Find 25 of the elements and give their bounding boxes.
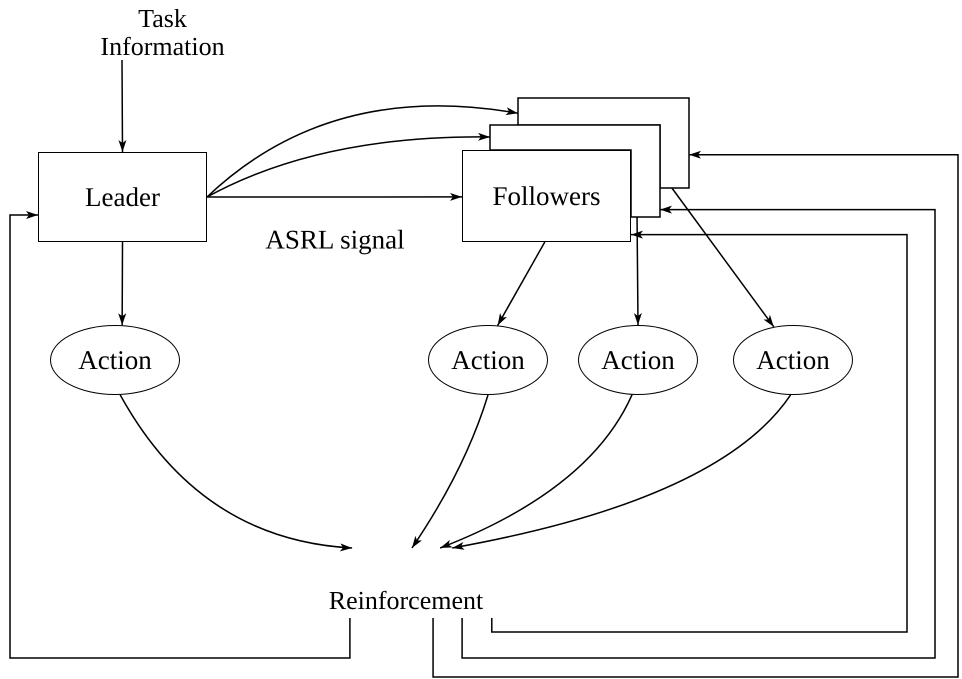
feedback-arrow [9, 211, 351, 659]
arrow [118, 242, 126, 326]
arrow [634, 217, 642, 325]
arrow [206, 133, 490, 198]
action-ellipse: Action [578, 325, 698, 395]
process-box: Followers [462, 150, 631, 242]
arrow [440, 394, 633, 549]
process-box: Leader [38, 152, 207, 242]
arrow [207, 192, 462, 201]
input-label: Task Information [95, 5, 230, 60]
stacked-box [489, 124, 661, 218]
feedback-arrow [432, 150, 959, 678]
output-label: Reinforcement [296, 548, 516, 618]
arrow [120, 394, 352, 551]
arrow [206, 105, 518, 198]
feedback-arrow [461, 206, 936, 659]
action-ellipse: Action [50, 325, 180, 395]
arrow [496, 242, 546, 326]
action-ellipse: Action [733, 325, 853, 395]
arrow [411, 394, 489, 548]
arrow [118, 60, 126, 152]
action-ellipse: Action [428, 325, 548, 395]
arrow [452, 394, 792, 550]
feedback-arrow [491, 230, 908, 633]
arrow [671, 188, 774, 328]
